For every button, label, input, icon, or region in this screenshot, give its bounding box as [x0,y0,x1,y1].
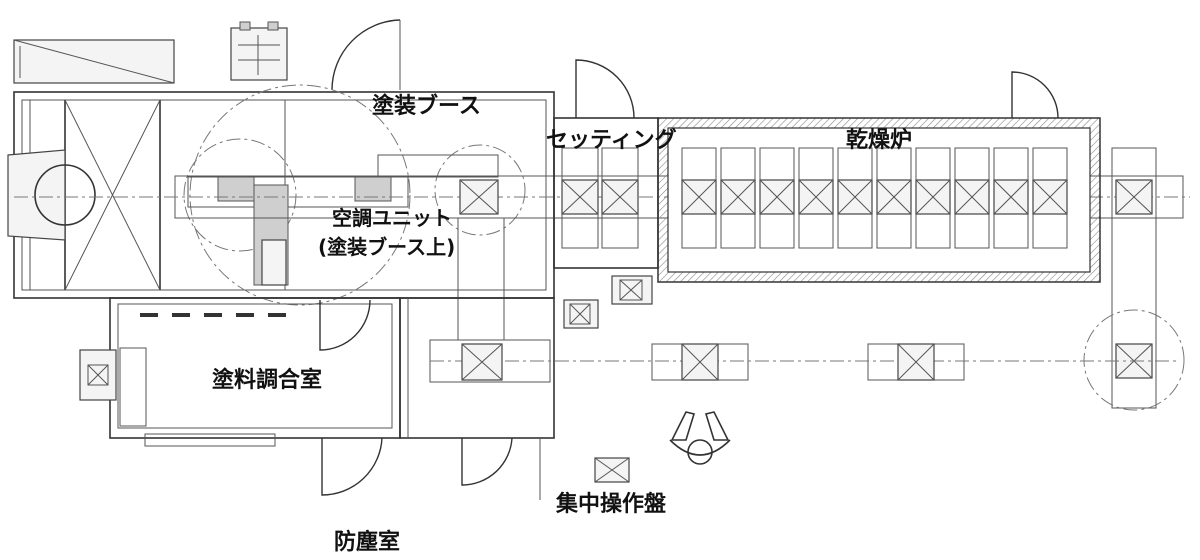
cell-cross-line [993,179,1029,215]
label-drying-oven: 乾燥炉 [846,128,913,153]
fan-icon [7,149,96,241]
label-ac-unit-line2: (塗装ブース上) [318,235,456,259]
control-panel-icon [594,457,630,483]
cell-cross-line [876,179,912,215]
cell-cross-line [759,179,795,215]
lower-conveyor [429,217,1180,383]
cell-cross-line [720,179,756,215]
exhaust-hood-unit [13,39,175,84]
setting-area [553,59,659,269]
cell-cross-line [798,179,834,215]
junction-box [563,275,653,329]
label-dust-proof-room: 防塵室 [334,530,401,555]
label-central-control-panel: 集中操作盤 [556,492,667,517]
painting-robot [183,84,526,306]
cell-cross-line [681,179,717,215]
cell-cross-line [954,179,990,215]
label-setting: セッティング [546,128,677,153]
dust-proof-room [321,297,555,500]
label-ac-unit-line1: 空調ユニット [332,206,452,230]
cell-cross-line [1032,179,1068,215]
label-paint-mixing-room: 塗料調合室 [212,368,323,393]
cell-cross-line [915,179,951,215]
cell-cross-line [837,179,873,215]
pump-unit [230,21,288,81]
drying-oven [657,71,1101,283]
label-painting-booth: 塗装ブース [372,94,481,119]
door-swing-icon [331,19,401,91]
paint-mixing-room [79,297,401,447]
oven-cell-row [681,147,1068,249]
conveyor-cell-icon [459,179,499,215]
operator-icon [669,411,731,465]
